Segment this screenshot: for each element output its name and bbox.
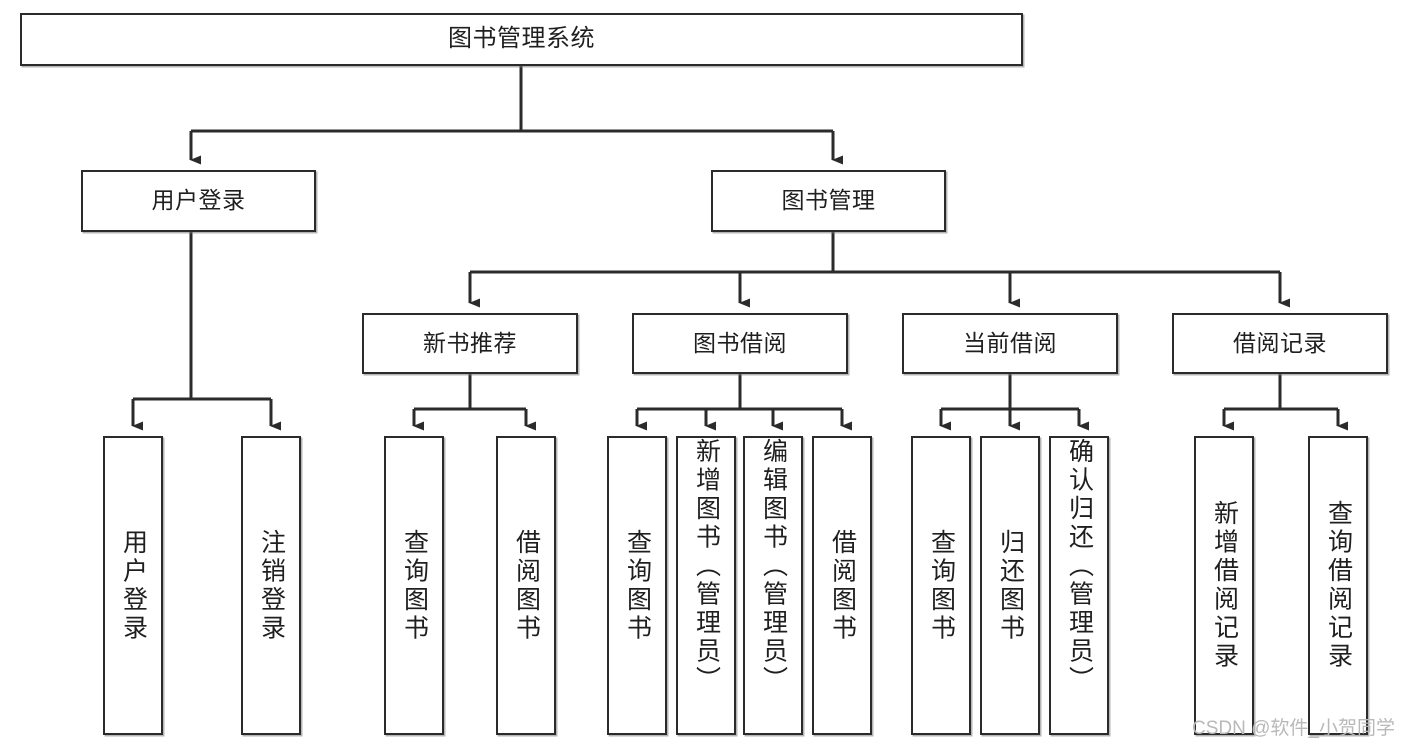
leaf-query-book-current-label: 查询图书 [927,528,956,643]
node-book-borrow-label: 图书借阅 [693,329,787,356]
csdn-watermark: CSDN @软件_小贺同学 [1192,718,1395,739]
node-book-management[interactable]: 图书管理 [711,170,946,232]
leaf-add-book-admin[interactable]: 新增图书（管理员） [676,436,736,735]
leaf-query-book-newbook[interactable]: 查询图书 [384,436,444,735]
leaf-borrow-book-borrow[interactable]: 借阅图书 [812,436,872,735]
leaf-user-login[interactable]: 用户登录 [103,436,163,735]
leaf-borrow-book-newbook-label: 借阅图书 [512,528,541,643]
node-user-login-label: 用户登录 [151,187,246,214]
leaf-confirm-return-admin-label: 确认归还（管理员） [1065,438,1094,695]
leaf-return-book-label: 归还图书 [996,528,1025,643]
leaf-logout[interactable]: 注销登录 [241,436,301,735]
node-current-borrow[interactable]: 当前借阅 [902,313,1118,374]
leaf-query-book-borrow-label: 查询图书 [623,528,652,643]
leaf-query-borrow-record-label: 查询借阅记录 [1324,500,1353,671]
node-book-management-label: 图书管理 [781,187,876,214]
leaf-borrow-book-newbook[interactable]: 借阅图书 [496,436,556,735]
node-root[interactable]: 图书管理系统 [20,13,1023,66]
node-borrow-records-label: 借阅记录 [1233,329,1327,356]
leaf-logout-label: 注销登录 [257,528,286,643]
node-current-borrow-label: 当前借阅 [963,329,1057,356]
leaf-query-book-newbook-label: 查询图书 [400,528,429,643]
leaf-edit-book-admin[interactable]: 编辑图书（管理员） [743,436,803,735]
leaf-user-login-label: 用户登录 [119,528,148,643]
leaf-add-borrow-record-label: 新增借阅记录 [1210,500,1239,671]
leaf-query-book-borrow[interactable]: 查询图书 [607,436,667,735]
leaf-return-book[interactable]: 归还图书 [980,436,1040,735]
node-user-login[interactable]: 用户登录 [81,170,316,232]
node-new-book-recommend-label: 新书推荐 [423,329,517,356]
leaf-query-borrow-record[interactable]: 查询借阅记录 [1308,436,1368,735]
leaf-query-book-current[interactable]: 查询图书 [911,436,971,735]
leaf-confirm-return-admin[interactable]: 确认归还（管理员） [1049,436,1109,735]
leaf-add-book-admin-label: 新增图书（管理员） [692,438,721,695]
node-borrow-records[interactable]: 借阅记录 [1172,313,1388,374]
leaf-borrow-book-borrow-label: 借阅图书 [828,528,857,643]
node-root-label: 图书管理系统 [448,25,595,53]
leaf-edit-book-admin-label: 编辑图书（管理员） [759,438,788,695]
node-book-borrow[interactable]: 图书借阅 [632,313,848,374]
leaf-add-borrow-record[interactable]: 新增借阅记录 [1194,436,1254,735]
node-new-book-recommend[interactable]: 新书推荐 [362,313,578,374]
